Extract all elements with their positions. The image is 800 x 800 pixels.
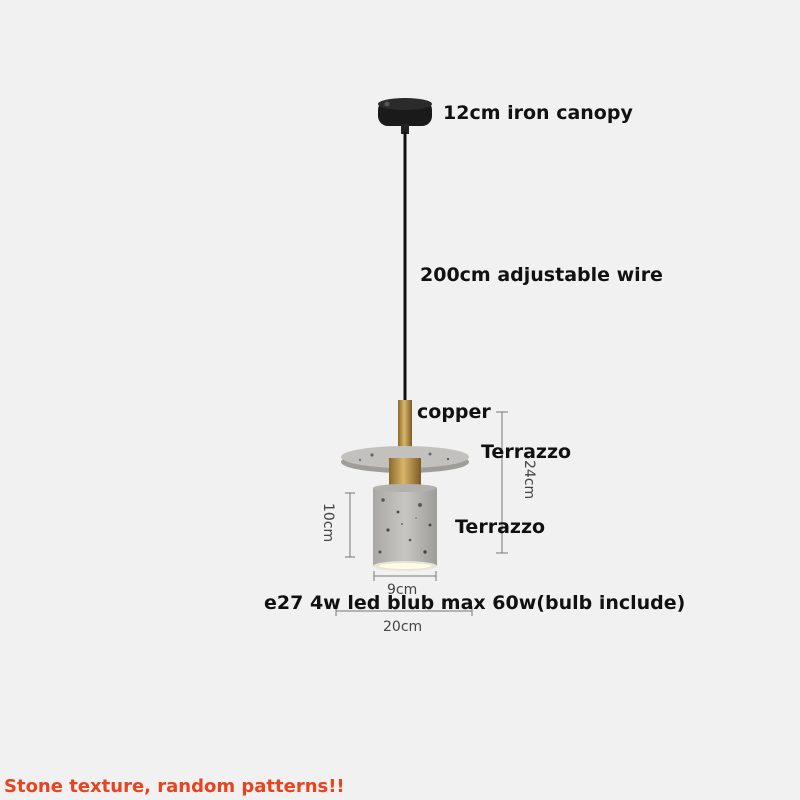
canopy-label: 12cm iron canopy [443,102,633,124]
body-height-dimension: 10cm [320,503,336,543]
copper-stem [398,400,412,452]
bulb-label: e27 4w led blub max 60w(bulb include) [264,592,686,614]
dimension-lines [335,411,508,616]
disc-width-dimension: 20cm [383,619,423,635]
iron-canopy [378,98,432,134]
copper-label: copper [417,401,491,423]
stone-texture-note: Stone texture, random patterns!! [4,776,345,797]
terrazzo-body-label: Terrazzo [455,516,546,538]
wire-label: 200cm adjustable wire [420,264,663,286]
body-width-dimension: 9cm [387,582,418,598]
height-total-dimension: 24cm [521,460,537,500]
terrazzo-body [373,484,437,571]
terrazzo-disc-label: Terrazzo [481,441,572,463]
